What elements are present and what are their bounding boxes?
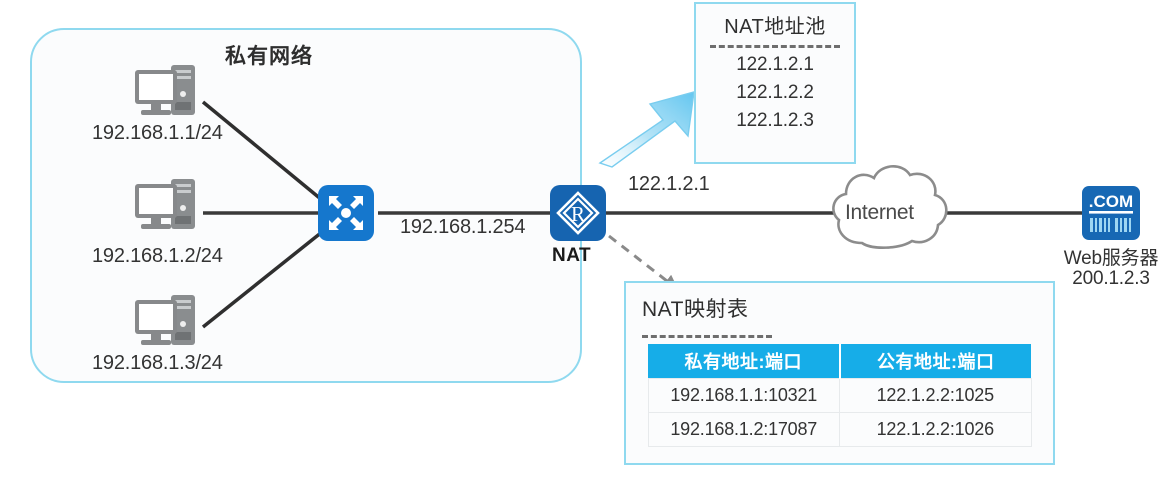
- outside-interface-ip-label: 122.1.2.1: [628, 173, 710, 195]
- host-3[interactable]: [133, 292, 207, 357]
- switch-icon: [329, 196, 363, 230]
- host-1[interactable]: [133, 62, 207, 127]
- nat-address-pool-panel: NAT地址池 122.1.2.1 122.1.2.2 122.1.2.3: [694, 2, 856, 164]
- nat-pool-address: 122.1.2.2: [736, 82, 814, 103]
- column-header-private: 私有地址:端口: [648, 344, 841, 379]
- computer-icon: [135, 65, 195, 115]
- nat-mapping-table-panel: NAT映射表 私有地址:端口 公有地址:端口 192.168.1.1:10321…: [624, 281, 1055, 465]
- cell-public-address: 122.1.2.2:1026: [839, 412, 1032, 447]
- computer-icon: [135, 179, 195, 229]
- table-row: 192.168.1.2:17087 122.1.2.2:1026: [647, 412, 1032, 447]
- host-1-ip-label: 192.168.1.1/24: [92, 122, 223, 144]
- svg-text:R: R: [571, 202, 585, 226]
- cell-private-address: 192.168.1.2:17087: [647, 412, 840, 447]
- internet-cloud-label: Internet: [845, 201, 914, 224]
- switch-device[interactable]: [318, 185, 374, 241]
- link-pc1-switch: [201, 100, 324, 202]
- private-network-boundary: [30, 28, 582, 383]
- table-header-row: 私有地址:端口 公有地址:端口: [648, 344, 1031, 379]
- nat-pool-divider: [710, 45, 840, 48]
- link-pc3-switch: [201, 230, 324, 329]
- inside-interface-ip-label: 192.168.1.254: [400, 216, 526, 238]
- web-server-caption: Web服务器: [1063, 248, 1159, 269]
- host-2[interactable]: [133, 176, 207, 241]
- router-icon: R: [556, 191, 600, 235]
- nat-router-device[interactable]: R: [550, 185, 606, 241]
- nat-map-divider: [642, 335, 772, 338]
- svg-text:.COM: .COM: [1089, 192, 1133, 211]
- computer-icon: [135, 295, 195, 345]
- internet-cloud-icon: [832, 165, 948, 249]
- blue-pool-arrow: [598, 91, 695, 168]
- dashed-pointer-to-map-table: [608, 234, 679, 290]
- private-network-title: 私有网络: [225, 45, 313, 68]
- host-2-ip-label: 192.168.1.2/24: [92, 245, 223, 267]
- cell-private-address: 192.168.1.1:10321: [647, 378, 840, 413]
- nat-router-caption: NAT: [552, 245, 592, 266]
- nat-mapping-table-title: NAT映射表: [642, 298, 749, 321]
- column-header-public: 公有地址:端口: [839, 344, 1031, 379]
- nat-address-pool-title: NAT地址池: [724, 16, 826, 38]
- nat-pool-address: 122.1.2.1: [736, 54, 814, 75]
- table-row: 192.168.1.1:10321 122.1.2.2:1025: [647, 378, 1032, 413]
- web-server-ip-label: 200.1.2.3: [1072, 268, 1150, 289]
- cell-public-address: 122.1.2.2:1025: [839, 378, 1032, 413]
- host-3-ip-label: 192.168.1.3/24: [92, 352, 223, 374]
- nat-pool-address: 122.1.2.3: [736, 110, 814, 131]
- web-server-icon: .COM: [1082, 186, 1140, 240]
- web-server-device[interactable]: .COM: [1082, 186, 1140, 245]
- nat-mapping-table: 私有地址:端口 公有地址:端口 192.168.1.1:10321 122.1.…: [647, 344, 1032, 447]
